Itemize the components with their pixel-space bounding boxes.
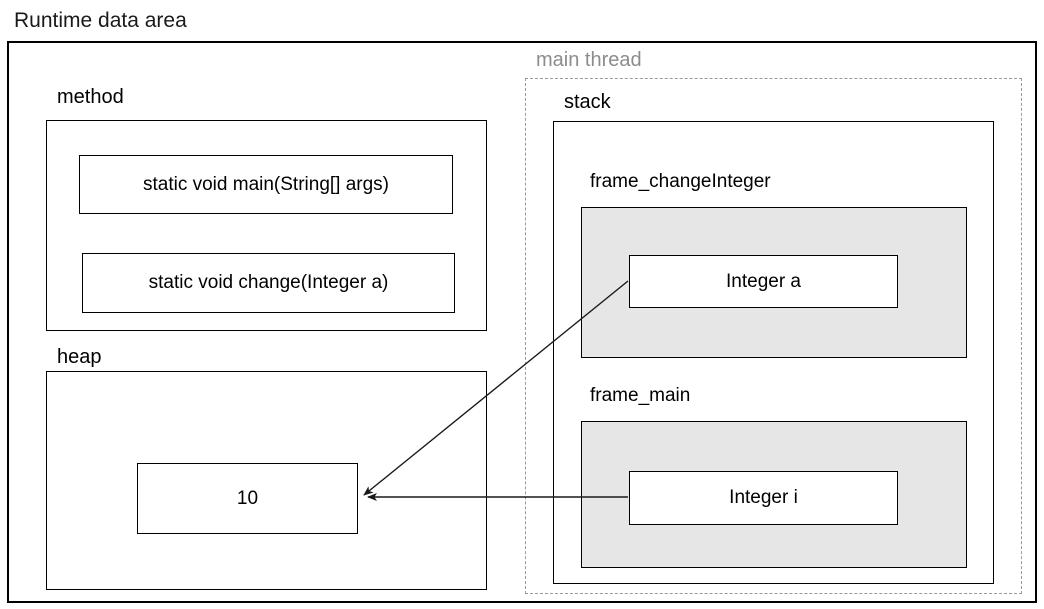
method-entry-main-label: static void main(String[] args) xyxy=(142,173,390,195)
page-title: Runtime data area xyxy=(14,9,187,32)
heap-area-label: heap xyxy=(57,346,102,368)
method-entry-change-label: static void change(Integer a) xyxy=(148,272,389,293)
method-area-box xyxy=(46,120,487,331)
stack-label: stack xyxy=(564,91,611,113)
frame-changeinteger-variable-label: Integer a xyxy=(726,270,801,292)
main-thread-label: main thread xyxy=(536,49,642,71)
heap-object-box: 10 xyxy=(137,463,358,534)
frame-main-variable-box: Integer i xyxy=(629,471,898,525)
method-entry-main: static void main(String[] args) xyxy=(79,155,453,214)
frame-changeinteger-variable-box: Integer a xyxy=(629,255,898,308)
frame-changeinteger-label: frame_changeInteger xyxy=(590,171,771,192)
method-entry-change: static void change(Integer a) xyxy=(82,253,455,313)
frame-main-label: frame_main xyxy=(590,385,691,406)
method-area-label: method xyxy=(57,86,124,108)
heap-object-value: 10 xyxy=(236,487,259,509)
runtime-data-area-frame xyxy=(7,41,1037,603)
frame-main-variable-label: Integer i xyxy=(729,487,798,508)
